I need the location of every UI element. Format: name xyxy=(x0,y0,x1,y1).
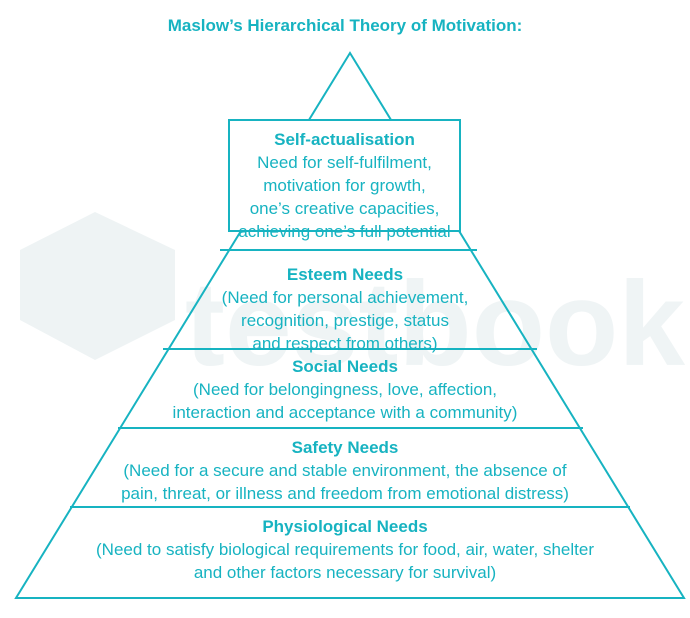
pyramid-triangle xyxy=(14,51,686,599)
level-heading: Social Needs xyxy=(292,357,398,376)
level-esteem: Esteem Needs (Need for personal achievem… xyxy=(195,263,495,355)
level-heading: Safety Needs xyxy=(291,438,399,457)
level-heading: Physiological Needs xyxy=(262,517,428,536)
level-description: Need for self-fulfilment, motivation for… xyxy=(238,153,451,241)
level-heading: Self-actualisation xyxy=(274,130,415,149)
watermark-logo-shape xyxy=(20,212,175,360)
level-physiological: Physiological Needs (Need to satisfy bio… xyxy=(60,515,630,584)
level-self-actualisation: Self-actualisation Need for self-fulfilm… xyxy=(228,128,461,243)
level-description: (Need to satisfy biological requirements… xyxy=(96,540,594,582)
level-social: Social Needs (Need for belongingness, lo… xyxy=(150,355,540,424)
level-description: (Need for personal achievement, recognit… xyxy=(221,288,469,353)
level-heading: Esteem Needs xyxy=(286,265,404,284)
diagram-title: Maslow’s Hierarchical Theory of Motivati… xyxy=(167,16,523,35)
level-description: (Need for belongingness, love, affection… xyxy=(172,380,518,422)
watermark-text: testbook xyxy=(185,257,685,391)
self-actualisation-box xyxy=(228,119,461,232)
level-description: (Need for a secure and stable environmen… xyxy=(121,461,569,503)
level-safety: Safety Needs (Need for a secure and stab… xyxy=(95,436,595,505)
